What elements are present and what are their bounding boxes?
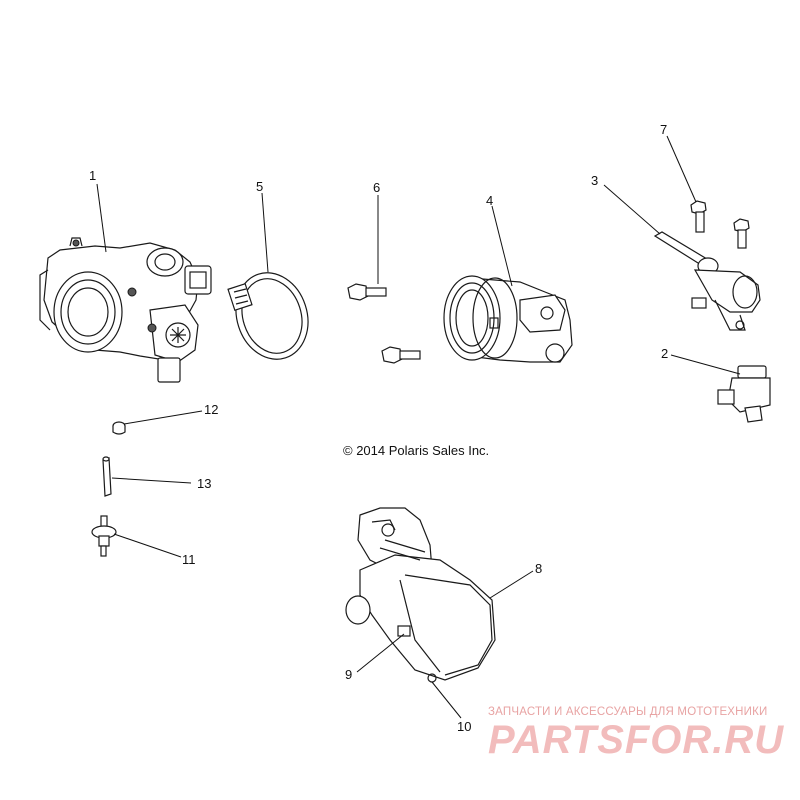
callout-8: 8	[535, 561, 542, 576]
callout-9: 9	[345, 667, 352, 682]
throttle-body-assembly	[39, 237, 212, 383]
callout-11: 11	[182, 552, 196, 567]
callout-10: 10	[457, 719, 471, 734]
callout-6: 6	[373, 180, 380, 195]
hose-clamp	[227, 272, 309, 360]
callout-2: 2	[661, 346, 668, 361]
copyright-notice: © 2014 Polaris Sales Inc.	[343, 443, 490, 458]
callout-13: 13	[197, 476, 211, 491]
callout-5: 5	[256, 179, 263, 194]
electronic-throttle-body	[345, 507, 496, 683]
watermark-tagline: ЗАПЧАСТИ И АКСЕССУАРЫ ДЛЯ МОТОТЕХНИКИ	[488, 706, 768, 718]
callout-3: 3	[591, 173, 598, 188]
intake-adapter	[443, 275, 573, 363]
callout-12: 12	[204, 402, 218, 417]
callout-numbers: 1 2 3 4 5 6 7 8 9 10 11 12 13	[89, 122, 668, 734]
fuel-rail-assembly	[653, 200, 761, 331]
flange-bolts	[347, 283, 421, 364]
watermark-brand: PARTSFOR.RU	[488, 718, 785, 762]
callout-4: 4	[486, 193, 493, 208]
callout-1: 1	[89, 168, 96, 183]
leader-lines	[96, 135, 741, 719]
callout-7: 7	[660, 122, 667, 137]
fuel-injector	[717, 365, 771, 423]
small-parts	[91, 421, 126, 557]
